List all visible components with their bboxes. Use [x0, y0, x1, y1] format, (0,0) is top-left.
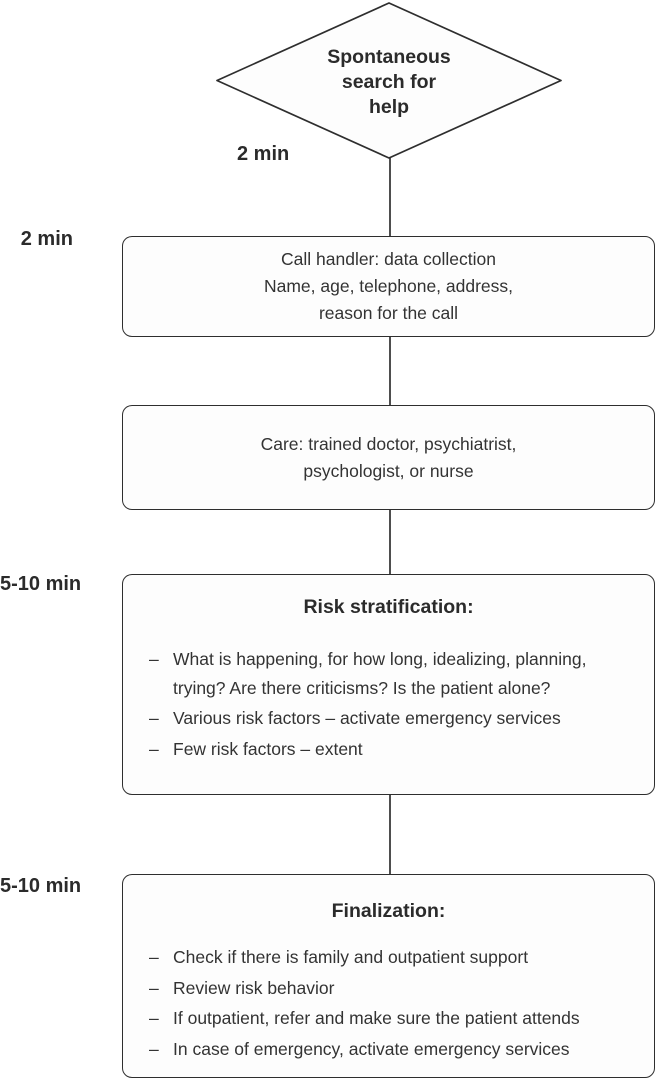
list-item: – Review risk behavior: [149, 974, 640, 1003]
box-text-line: Name, age, telephone, address,: [263, 276, 514, 296]
list-item-text: Few risk factors – extent: [173, 738, 363, 759]
box-text-line: reason for the call: [318, 303, 459, 323]
box-text-line: psychologist, or nurse: [303, 460, 474, 481]
box-title: Risk stratification:: [303, 596, 474, 618]
list-item: – Check if there is family and outpatien…: [149, 943, 640, 972]
time-label-diamond: 2 min: [237, 143, 290, 165]
list-item: – Few risk factors – extent: [149, 735, 640, 764]
list-item: – If outpatient, refer and make sure the…: [149, 1004, 640, 1033]
dash-marker: –: [149, 1038, 159, 1059]
diamond-line: Spontaneous: [327, 46, 451, 68]
dash-marker: –: [149, 977, 159, 998]
box-text-line: Care: trained doctor, psychiatrist,: [260, 433, 517, 454]
list-item-text: Various risk factors – activate emergenc…: [173, 708, 561, 728]
box-title: Finalization:: [331, 900, 446, 922]
time-label-finalization: 5-10 min: [0, 875, 82, 897]
box-risk-stratification: Risk stratification: – What is happening…: [122, 574, 655, 795]
bullet-list: – What is happening, for how long, ideal…: [123, 645, 654, 763]
list-item-text: In case of emergency, activate emergency…: [173, 1038, 570, 1059]
dash-marker: –: [149, 649, 159, 669]
bullet-list: – Check if there is family and outpatien…: [123, 943, 654, 1063]
decision-diamond-shape: [216, 2, 562, 159]
dash-marker: –: [149, 738, 159, 759]
box-care: Care: trained doctor, psychiatrist, psyc…: [122, 405, 655, 510]
diamond-line: search for: [341, 71, 437, 93]
decision-diamond-label: Spontaneous search for help: [259, 45, 519, 120]
box-call-handler: Call handler: data collection Name, age,…: [122, 236, 655, 337]
time-label-risk: 5-10 min: [0, 573, 82, 595]
dash-marker: –: [149, 1008, 159, 1028]
dash-marker: –: [149, 708, 159, 728]
diamond-line: help: [368, 96, 410, 118]
dash-marker: –: [149, 947, 159, 967]
list-item-text: What is happening, for how long, idealiz…: [173, 649, 587, 698]
time-label-call-handler: 2 min: [20, 228, 73, 250]
list-item-text: Check if there is family and outpatient …: [173, 947, 529, 967]
box-finalization: Finalization: – Check if there is family…: [122, 874, 655, 1078]
list-item-text: If outpatient, refer and make sure the p…: [173, 1008, 580, 1028]
list-item: – Various risk factors – activate emerge…: [149, 704, 640, 733]
list-item: – What is happening, for how long, ideal…: [149, 645, 640, 702]
list-item-text: Review risk behavior: [173, 977, 335, 998]
list-item: – In case of emergency, activate emergen…: [149, 1035, 640, 1064]
box-text-line: Call handler: data collection: [281, 249, 496, 269]
